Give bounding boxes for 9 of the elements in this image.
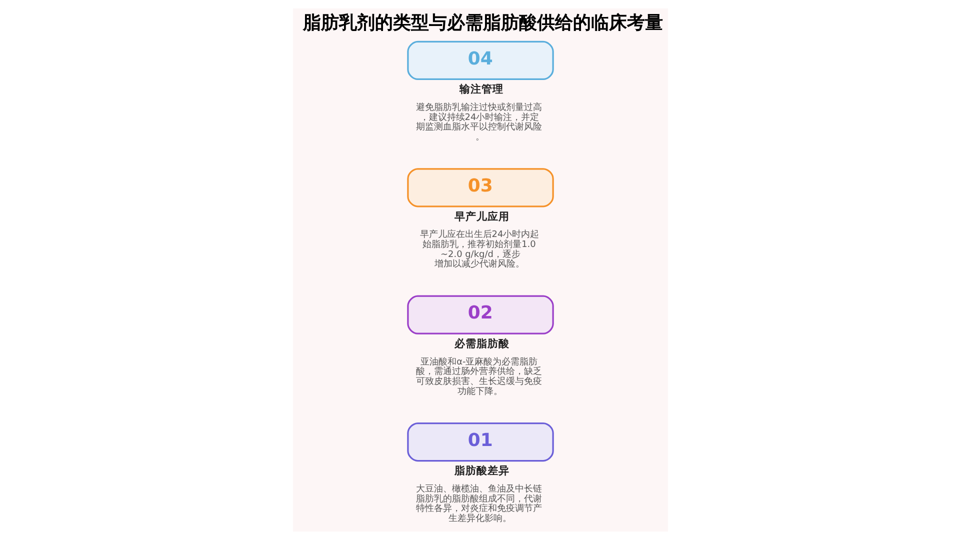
node-label: 亚油酸和α-亚麻酸为必需脂肪酸，需通过肠外营养供给，缺乏可致皮肤损害、生长迟缓与免疫功能下降。 xyxy=(416,357,542,397)
node-label: 早产儿应在出生后24小时内起始脂肪乳，推荐初始剂量1.0~2.0 g/kg/d，逐步增加以减少代谢风险。 xyxy=(419,230,539,270)
diagram-title: 脂肪乳剂的类型与必需脂肪酸供给的临床考量 xyxy=(302,12,662,34)
node-label: 输注管理 xyxy=(458,84,503,96)
node-label: 大豆油、橄榄油、鱼油及中长链脂肪乳的脂肪酸组成不同，代谢特性各异，对炎症和免疫调节产生差异化影响。 xyxy=(416,484,542,524)
node-label: 脂肪酸差异 xyxy=(454,465,509,478)
node-label: 早产儿应用 xyxy=(454,210,509,223)
node-label: 避免脂肪乳输注过快或剂量过高，建议持续24小时输注，并定期监测血脂水平以控制代谢风险。 xyxy=(416,103,542,142)
node-label: 必需脂肪酸 xyxy=(454,338,509,350)
